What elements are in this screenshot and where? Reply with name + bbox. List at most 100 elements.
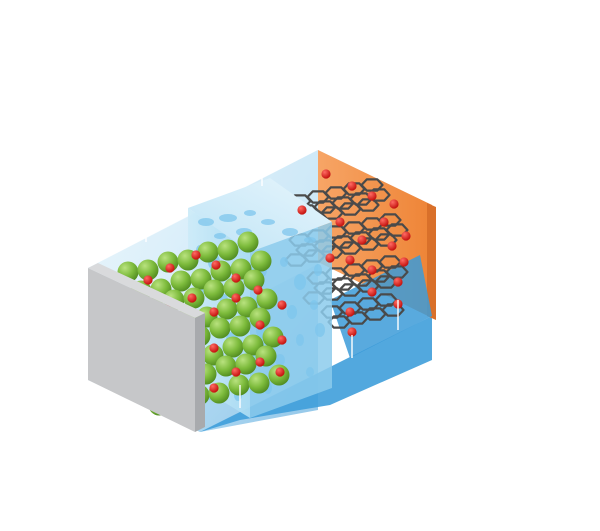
lithium-ion: [347, 327, 357, 337]
separator-pore: [214, 233, 226, 239]
graphite-hexagon: [338, 301, 362, 315]
lithium-ion: [253, 285, 263, 295]
graphite-hexagon: [349, 192, 373, 206]
graphite-hexagon: [345, 311, 369, 325]
graphite-hexagon: [374, 293, 398, 307]
graphite-hexagon: [342, 221, 366, 235]
graphite-hexagon: [331, 235, 355, 249]
cathode-particle: [197, 241, 219, 263]
cathode-particle: [215, 355, 237, 377]
graphite-hexagon: [367, 269, 391, 283]
graphite-hexagon: [331, 196, 355, 210]
lithium-ion: [143, 275, 153, 285]
lithium-ion: [209, 343, 219, 353]
lithium-ion: [367, 265, 377, 275]
lithium-ion: [367, 287, 377, 297]
graphite-hexagon: [374, 275, 398, 289]
current-collector-left: [88, 263, 205, 432]
cathode-particle: [256, 288, 278, 310]
lithium-ion: [277, 300, 287, 310]
lithium-ion: [191, 250, 201, 260]
lithium-ion: [393, 277, 403, 287]
cathode-particle: [243, 269, 265, 291]
lithium-ion: [187, 293, 197, 303]
graphite-hexagon: [342, 182, 366, 196]
separator-pore: [294, 274, 306, 290]
graphite-hexagon: [360, 178, 384, 192]
graphite-hexagon: [306, 190, 330, 204]
lithium-ion: [345, 255, 355, 265]
cathode-particle: [209, 317, 231, 339]
graphite-hexagon: [363, 307, 387, 321]
lithium-ion: [211, 260, 221, 270]
separator-pore: [287, 305, 297, 319]
lithium-ion: [255, 357, 265, 367]
lithium-ion: [231, 367, 241, 377]
separator-pore: [304, 237, 316, 243]
separator-pore: [314, 264, 322, 276]
lithium-ion: [255, 320, 265, 330]
graphite-hexagon: [331, 277, 355, 291]
graphite-hexagon: [313, 200, 337, 214]
lithium-ion: [389, 199, 399, 209]
cathode-particle: [223, 277, 245, 299]
lithium-ion: [335, 217, 345, 227]
cathode-particle: [235, 353, 257, 375]
separator-pore: [315, 323, 325, 337]
lithium-ion: [345, 307, 355, 317]
lithium-ion: [275, 367, 285, 377]
lithium-ion: [209, 307, 219, 317]
lithium-ion: [347, 181, 357, 191]
separator-pore: [219, 214, 237, 222]
lithium-ion: [399, 257, 409, 267]
cathode-particle: [216, 298, 238, 320]
cathode-particle: [249, 307, 271, 329]
lithium-ion: [231, 273, 241, 283]
separator-pore: [280, 257, 288, 267]
cathode-particle: [228, 374, 250, 396]
leader-lines: [145, 178, 399, 408]
graphite-hexagon: [378, 213, 402, 227]
graphite-hexagon: [324, 186, 348, 200]
graphite-hexagon: [349, 231, 373, 245]
graphite-hexagon: [360, 259, 384, 273]
graphite-hexagon: [385, 265, 409, 279]
graphite-hexagon: [338, 241, 362, 255]
lithium-ion: [357, 235, 367, 245]
separator-pore: [244, 210, 256, 216]
lithium-ion: [165, 263, 175, 273]
lithium-ion: [379, 217, 389, 227]
lithium-ion: [297, 205, 307, 215]
cathode-particle: [170, 270, 192, 292]
cathode-particle: [203, 279, 225, 301]
cathode-particle: [248, 372, 270, 394]
lithium-ion: [321, 169, 331, 179]
separator-pore: [310, 300, 318, 310]
lithium-ion: [209, 383, 219, 393]
graphite-hexagon: [338, 202, 362, 216]
cathode-particle: [137, 259, 159, 281]
graphite-hexagon: [378, 255, 402, 269]
lithium-ion: [277, 335, 287, 345]
cathode-particle: [217, 239, 239, 261]
separator-pore: [282, 228, 298, 236]
lithium-ion: [367, 191, 377, 201]
lithium-ion: [231, 293, 241, 303]
lithium-ion: [325, 253, 335, 263]
cathode-particle: [229, 315, 251, 337]
graphite-hexagon: [356, 297, 380, 311]
separator-pore: [275, 354, 285, 366]
separator-pore: [261, 219, 275, 225]
graphite-hexagon: [342, 263, 366, 277]
cathode-particle: [237, 231, 259, 253]
graphite-hexagon: [356, 237, 380, 251]
graphite-hexagon: [367, 227, 391, 241]
lithium-ion: [387, 241, 397, 251]
lithium-ion: [401, 231, 411, 241]
graphite-hexagon: [360, 217, 384, 231]
separator-pore: [198, 218, 214, 226]
cathode-particle: [222, 336, 244, 358]
separator-pore: [306, 367, 314, 377]
separator-pore: [296, 334, 304, 346]
